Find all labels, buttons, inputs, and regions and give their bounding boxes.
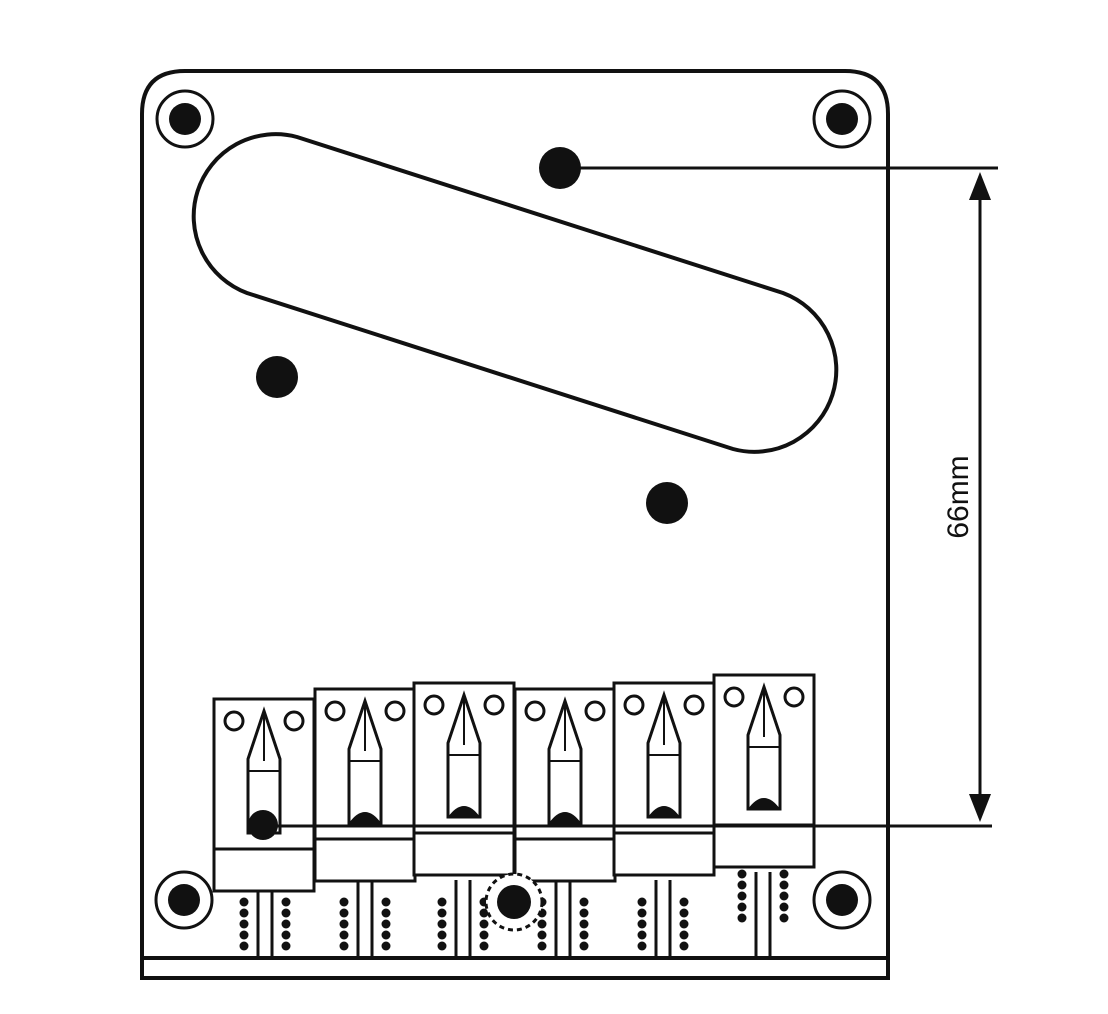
screw-hole (154, 870, 214, 930)
pickup-slot (191, 132, 839, 454)
screw-hole (812, 89, 872, 149)
pickup-mount-hole (256, 356, 298, 398)
dimension-label: 66mm (942, 455, 975, 538)
string-ferrules (239, 869, 789, 958)
screw-hole (812, 870, 872, 930)
saddle (412, 681, 516, 877)
mounting-screw-holes (154, 89, 872, 930)
pickup-cutout (191, 132, 839, 524)
dimension-66mm: 66mm (264, 166, 998, 828)
bridge-plate (140, 69, 890, 980)
intonation-screw-dots (537, 872, 589, 958)
saddle (212, 697, 316, 893)
intonation-screw-dots (239, 880, 291, 958)
intonation-screw-dots (637, 880, 689, 958)
dimension-arrowhead-bottom (969, 794, 991, 822)
screw-hole (155, 89, 215, 149)
pickup-mount-hole (646, 482, 688, 524)
bridge-front-lip (140, 956, 890, 980)
intonation-screw-dots (339, 872, 391, 958)
saddle (313, 687, 417, 883)
dimension-arrowhead-top (969, 172, 991, 200)
intonation-screw-dots (737, 869, 789, 958)
center-mount-hole (484, 872, 544, 932)
saddle (712, 673, 816, 869)
intonation-screw-dots (437, 880, 489, 958)
saddle (513, 687, 617, 883)
saddle (612, 681, 716, 877)
saddles (212, 673, 816, 893)
center-hole (497, 885, 531, 919)
